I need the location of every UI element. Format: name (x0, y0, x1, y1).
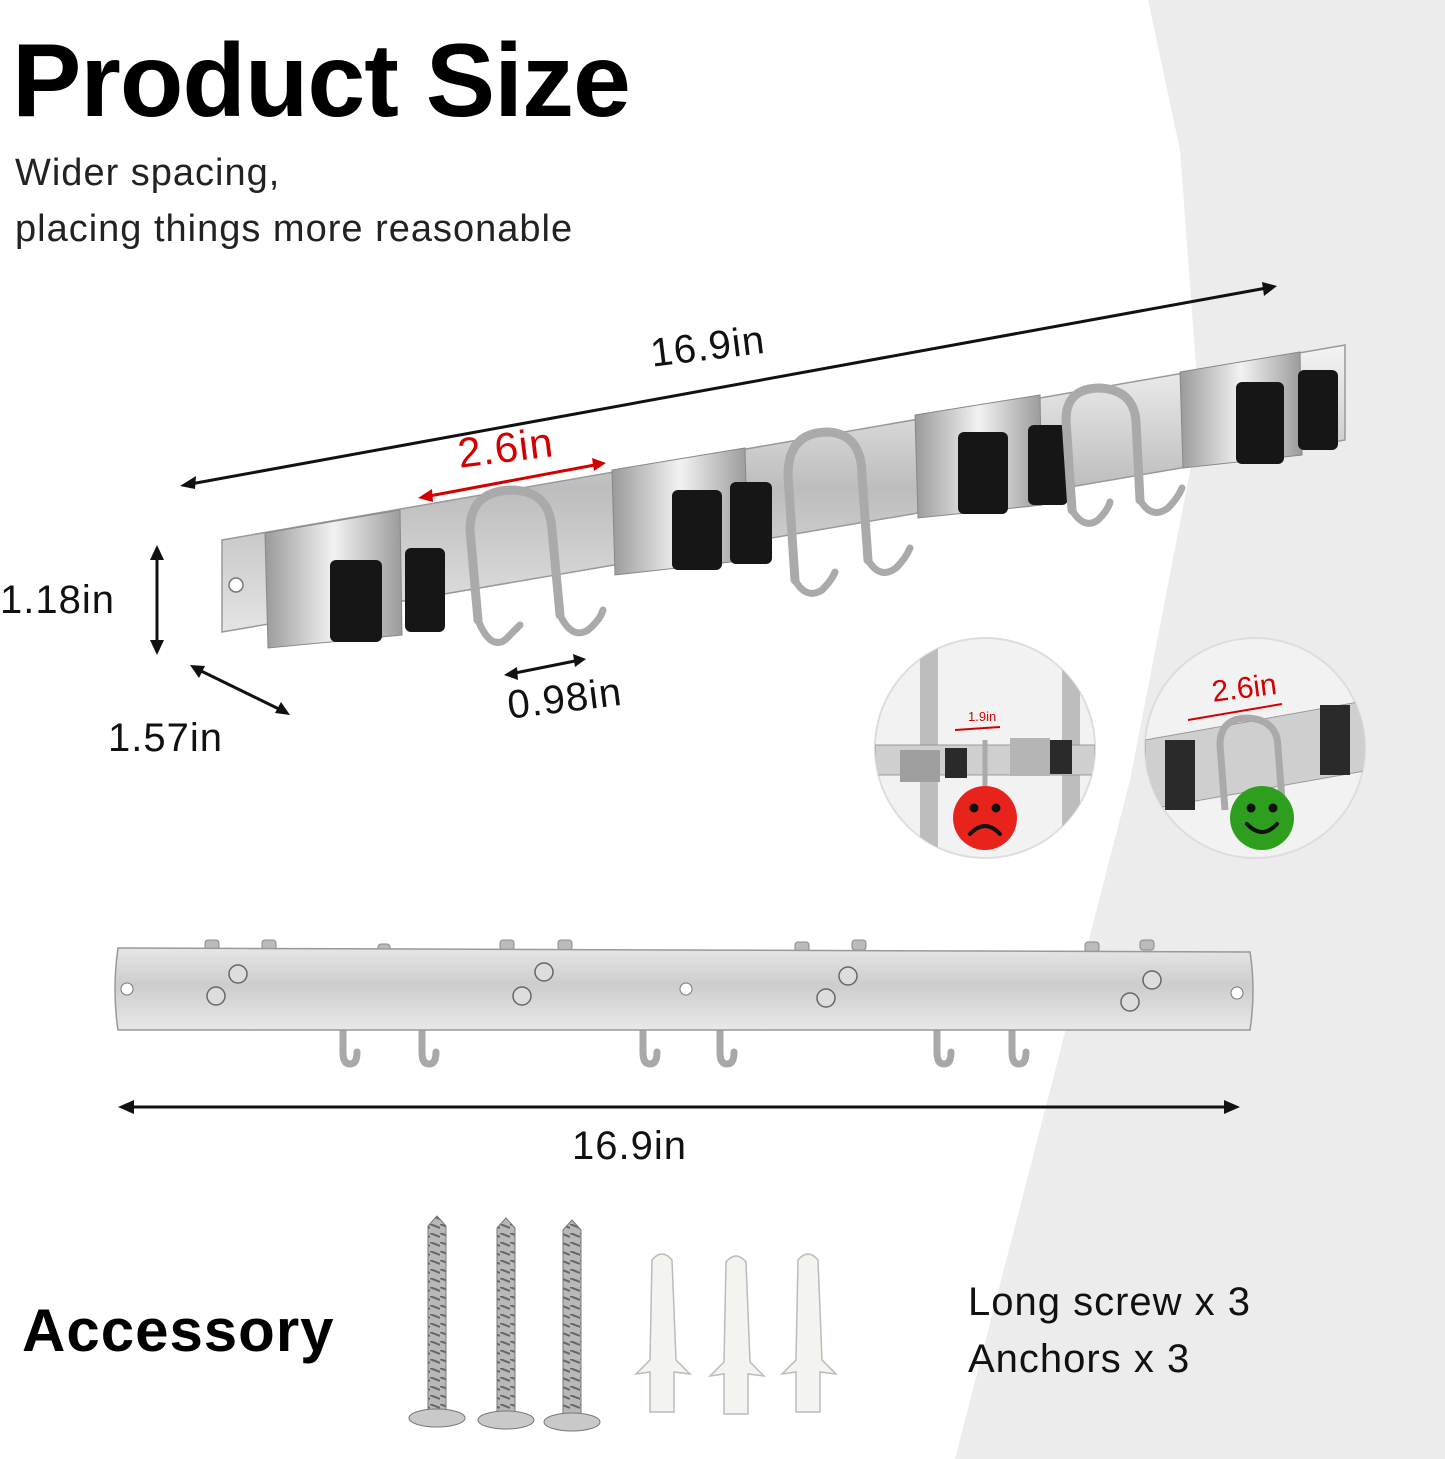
hook-width-arrow (504, 654, 586, 680)
holder-spacing-arrow (418, 458, 606, 502)
anchor-2 (707, 1255, 767, 1415)
narrow-spacing-circle (874, 637, 1096, 859)
mop-holder-4 (1179, 351, 1338, 469)
screw-2 (477, 1217, 535, 1430)
anchor-1 (633, 1253, 693, 1413)
narrow-spacing-label: 1.9in (968, 709, 997, 724)
top-length-arrow (180, 282, 1277, 489)
bottom-length-arrow (118, 1100, 1240, 1114)
height-arrow (150, 545, 164, 655)
mop-holder-1 (264, 509, 445, 649)
hook-3 (1061, 383, 1186, 527)
accessory-title: Accessory (22, 1297, 335, 1364)
hook-row (339, 1026, 1030, 1068)
plate-screws (206, 962, 1162, 1012)
mop-holder-2 (611, 447, 772, 576)
screw-1 (408, 1215, 466, 1428)
hook-1 (465, 485, 607, 646)
height-label: 1.18in (0, 578, 115, 622)
page-title: Product Size (12, 23, 631, 139)
screw-3 (543, 1219, 601, 1432)
accessory-screws-label: Long screw x 3 (968, 1280, 1252, 1324)
subtitle-line-2: placing things more reasonable (15, 208, 574, 250)
depth-label: 1.57in (108, 716, 223, 760)
back-plate (114, 947, 1254, 1031)
bottom-length-label: 16.9in (572, 1124, 687, 1168)
depth-arrow (190, 665, 290, 715)
wide-spacing-circle (1144, 637, 1366, 859)
hook-2 (783, 427, 914, 597)
accessory-anchors-label: Anchors x 3 (968, 1337, 1191, 1381)
smiley-face-icon (1230, 786, 1294, 850)
anchor-3 (779, 1253, 839, 1413)
subtitle-line-1: Wider spacing, (15, 152, 281, 194)
mop-holder-3 (914, 394, 1068, 519)
sad-face-icon (953, 786, 1017, 850)
